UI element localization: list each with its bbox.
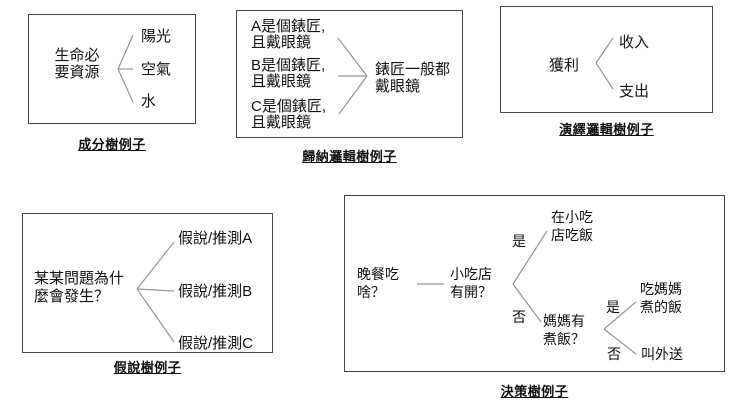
decision-outcome-home-line1: 吃媽媽 bbox=[640, 281, 682, 297]
decision-question1-line2: 有開？ bbox=[450, 284, 492, 300]
hypothesis-tree-caption: 假說樹例子 bbox=[113, 360, 182, 375]
hypothesis-root-line1: 某某問題為什 bbox=[34, 270, 125, 287]
deduction-root: 獲利 bbox=[549, 57, 580, 74]
component-tree-caption: 成分樹例子 bbox=[78, 137, 146, 152]
induction-premise-a-line1: A是個錶匠, bbox=[251, 18, 326, 35]
deduction-tree-caption: 演繹邏輯樹例子 bbox=[559, 122, 654, 137]
decision-question2: 媽媽有 煮飯？ bbox=[543, 312, 585, 348]
decision-outcome-delivery: 叫外送 bbox=[641, 346, 683, 362]
induction-premise-c: C是個錶匠, 且戴眼鏡 bbox=[251, 99, 326, 131]
decision-tree-connectors bbox=[417, 230, 637, 355]
decision-outcome-home: 吃媽媽 煮的飯 bbox=[640, 280, 682, 316]
deduction-child-expense: 支出 bbox=[619, 83, 650, 100]
hypothesis-tree-panel: 某某問題為什 麼會發生？ 假說/推測A 假說/推測B 假說/推測C bbox=[22, 213, 273, 353]
induction-premise-c-line2: 且戴眼鏡 bbox=[251, 114, 312, 131]
induction-conclusion: 錶匠一般都 戴眼鏡 bbox=[375, 61, 450, 95]
decision-question2-line1: 媽媽有 bbox=[543, 313, 585, 329]
component-root-line1: 生命必 bbox=[54, 47, 100, 64]
induction-premise-a: A是個錶匠, 且戴眼鏡 bbox=[251, 19, 325, 51]
induction-conclusion-line1: 錶匠一般都 bbox=[375, 61, 451, 78]
component-child-sunlight: 陽光 bbox=[141, 28, 172, 45]
induction-conclusion-line2: 戴眼鏡 bbox=[375, 78, 421, 95]
decision-tree-caption: 決策樹例子 bbox=[500, 384, 569, 399]
component-tree-panel: 生命必 要資源 陽光 空氣 水 bbox=[28, 14, 196, 124]
hypothesis-child-a: 假說/推測A bbox=[178, 230, 253, 247]
deduction-tree-connectors bbox=[595, 37, 614, 90]
component-child-water: 水 bbox=[141, 93, 157, 110]
decision-yes-label-1: 是 bbox=[512, 233, 526, 249]
decision-question1: 小吃店 有開？ bbox=[450, 265, 492, 301]
hypothesis-root: 某某問題為什 麼會發生？ bbox=[34, 270, 124, 306]
component-tree-connectors bbox=[117, 34, 134, 103]
hypothesis-root-line2: 麼會發生？ bbox=[34, 288, 110, 305]
induction-tree-connectors bbox=[337, 37, 368, 115]
decision-outcome-shop-line1: 在小吃 bbox=[551, 209, 593, 225]
induction-premise-a-line2: 且戴眼鏡 bbox=[251, 34, 312, 51]
hypothesis-child-b: 假說/推測B bbox=[178, 283, 253, 300]
decision-tree-panel: 晚餐吃 啥？ 小吃店 有開？ 是 否 在小吃 店吃飯 媽媽有 煮飯？ 是 否 吃… bbox=[344, 195, 725, 372]
component-root-line2: 要資源 bbox=[54, 64, 100, 81]
induction-tree-caption: 歸納邏輯樹例子 bbox=[302, 149, 397, 164]
decision-question1-line1: 小吃店 bbox=[450, 266, 492, 282]
decision-yes-label-2: 是 bbox=[606, 299, 620, 315]
decision-no-label-1: 否 bbox=[512, 309, 526, 325]
decision-root-line2: 啥？ bbox=[357, 284, 385, 300]
decision-no-label-2: 否 bbox=[607, 346, 621, 362]
decision-outcome-shop: 在小吃 店吃飯 bbox=[551, 208, 593, 244]
induction-tree-panel: A是個錶匠, 且戴眼鏡 B是個錶匠, 且戴眼鏡 C是個錶匠, 且戴眼鏡 錶匠一般… bbox=[236, 10, 463, 138]
decision-root: 晚餐吃 啥？ bbox=[357, 265, 399, 301]
component-tree-root: 生命必 要資源 bbox=[49, 47, 105, 81]
induction-premise-b: B是個錶匠, 且戴眼鏡 bbox=[251, 58, 325, 90]
decision-outcome-shop-line2: 店吃飯 bbox=[551, 227, 593, 243]
decision-question2-line2: 煮飯？ bbox=[543, 331, 585, 347]
decision-root-line1: 晚餐吃 bbox=[357, 266, 399, 282]
decision-outcome-home-line2: 煮的飯 bbox=[640, 299, 682, 315]
deduction-child-income: 收入 bbox=[619, 34, 650, 51]
induction-premise-c-line1: C是個錶匠, bbox=[251, 98, 327, 115]
hypothesis-child-c: 假說/推測C bbox=[178, 335, 254, 352]
induction-premise-b-line1: B是個錶匠, bbox=[251, 57, 326, 74]
deduction-tree-panel: 獲利 收入 支出 bbox=[500, 6, 713, 113]
hypothesis-tree-connectors bbox=[136, 241, 175, 343]
component-child-air: 空氣 bbox=[141, 61, 172, 78]
induction-premise-b-line2: 且戴眼鏡 bbox=[251, 73, 312, 90]
